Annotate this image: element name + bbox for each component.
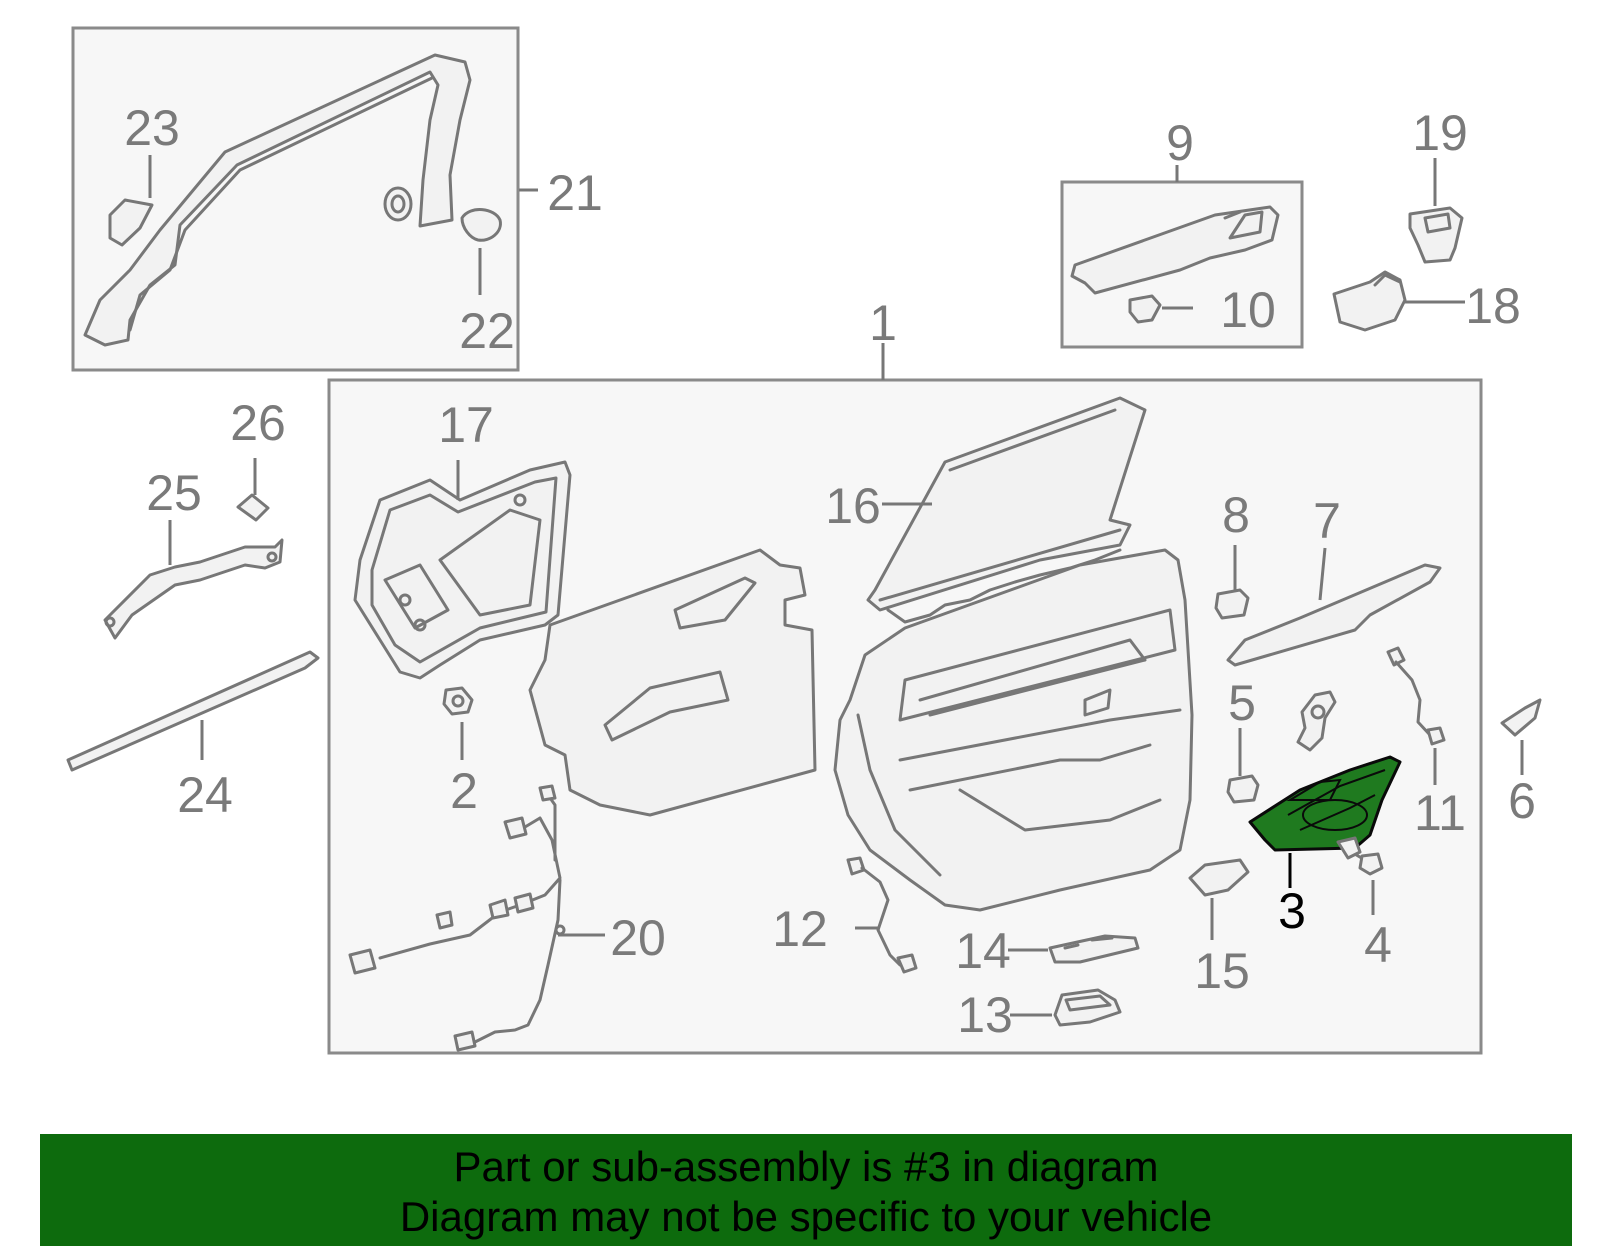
- callout-7: 7: [1313, 493, 1341, 549]
- callout-2: 2: [450, 763, 478, 819]
- part-15-cover: [1188, 858, 1250, 897]
- callout-16: 16: [825, 478, 881, 534]
- part-9-switch-bezel: [1070, 205, 1280, 295]
- callout-19: 19: [1412, 105, 1468, 161]
- part-door-trim-backing: [528, 548, 817, 817]
- part-25-bracket: [103, 538, 284, 640]
- callout-15: 15: [1194, 943, 1250, 999]
- part-3-handle-assembly-highlighted[interactable]: [1248, 755, 1402, 852]
- part-17-module-panel: [353, 460, 572, 680]
- callout-18: 18: [1465, 278, 1521, 334]
- callout-6: 6: [1508, 773, 1536, 829]
- banner-line-1: Part or sub-assembly is #3 in diagram: [453, 1143, 1159, 1190]
- callout-10: 10: [1220, 282, 1276, 338]
- part-2-clip: [442, 686, 474, 716]
- callout-13: 13: [957, 987, 1013, 1043]
- callout-11: 11: [1414, 785, 1466, 841]
- callout-4: 4: [1364, 917, 1392, 973]
- callout-17: 17: [438, 397, 494, 453]
- callout-21: 21: [547, 165, 603, 221]
- callout-14: 14: [955, 923, 1011, 979]
- leader-lines: [148, 155, 1524, 1017]
- callout-5: 5: [1228, 675, 1256, 731]
- info-banner: Part or sub-assembly is #3 in diagram Di…: [40, 1134, 1572, 1246]
- part-6-clip: [1500, 698, 1542, 737]
- callout-25: 25: [146, 465, 202, 521]
- callout-3[interactable]: 3: [1278, 883, 1306, 939]
- part-14-strip: [1048, 934, 1140, 964]
- part-21-window-frame: [83, 53, 502, 347]
- callout-23: 23: [124, 100, 180, 156]
- callout-22: 22: [459, 303, 515, 359]
- part-12-harness: [846, 856, 918, 974]
- callout-12: 12: [772, 901, 828, 957]
- part-11-harness: [1386, 646, 1446, 746]
- callout-24: 24: [177, 767, 233, 823]
- part-18-switch-housing: [1332, 270, 1407, 332]
- part-10-clip: [1128, 294, 1162, 324]
- part-26-clip: [236, 493, 270, 522]
- part-8-clip: [1214, 588, 1250, 620]
- part-13-pocket: [1053, 988, 1122, 1027]
- callout-26: 26: [230, 395, 286, 451]
- callout-9: 9: [1166, 115, 1194, 171]
- part-5-clip: [1226, 774, 1260, 804]
- part-door-trim-panel: [833, 548, 1194, 912]
- part-19-switch: [1408, 206, 1464, 264]
- part-7-trim-strip: [1226, 563, 1442, 667]
- banner-line-2: Diagram may not be specific to your vehi…: [399, 1193, 1213, 1240]
- callout-8: 8: [1222, 487, 1250, 543]
- part-4-bolt: [1336, 836, 1384, 876]
- callout-1: 1: [869, 295, 897, 351]
- callout-20: 20: [610, 910, 666, 966]
- part-bracket: [1296, 690, 1337, 752]
- part-20-wiring-harness: [348, 784, 566, 1052]
- part-24-belt-strip: [66, 650, 320, 772]
